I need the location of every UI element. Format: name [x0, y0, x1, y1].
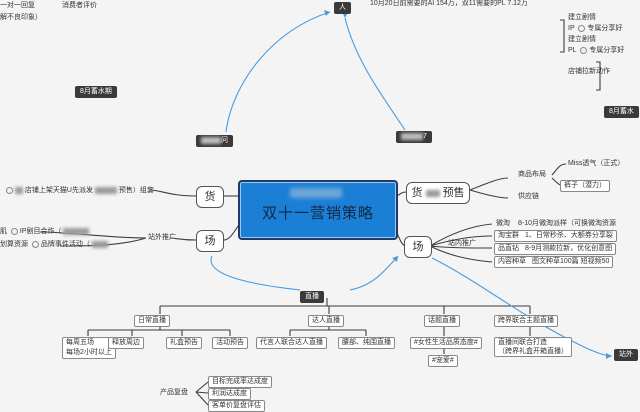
status-icon [580, 46, 588, 54]
people-budget-line: 10月20日前需要的AI 154万，双11需要的PL 7.12万 [370, 0, 528, 7]
pl-plot-1-share: PL 专属分享好 [568, 46, 625, 54]
ip-plot-1: 建立剧情 [568, 14, 596, 21]
pl-plot-1: 建立剧情 [568, 36, 596, 43]
left-venue-node[interactable]: 场 [196, 230, 224, 252]
station-out-node[interactable]: 站外 [614, 349, 638, 361]
question-node-left[interactable]: 问 [196, 135, 233, 147]
blurred-text [201, 136, 221, 144]
blurred-brand [290, 188, 342, 198]
product-layout[interactable]: 商品布局 [518, 171, 546, 178]
question-node-label: 问 [221, 137, 228, 144]
august-stock-right[interactable]: 8月蓄水 [604, 106, 639, 118]
question-node-right[interactable]: 7 [396, 131, 432, 143]
live-item-pet[interactable]: #宠爱# [428, 355, 458, 367]
left-ip-row: 肌 IP剧目合作（ [0, 227, 90, 236]
live-item-weekly[interactable]: 每周五场 每场2小时以上 [62, 337, 116, 359]
left-top-impression: 解不良印象） [0, 14, 42, 21]
left-goods-text: 店铺上架天猫U先派发 预售）组套 [4, 186, 154, 195]
right-venue-node[interactable]: 场 [404, 236, 432, 258]
blurred-text [63, 227, 90, 235]
live-cat-daily[interactable]: 日常直播 [134, 315, 170, 327]
central-topic[interactable]: 双十一营销策略 [238, 180, 398, 240]
review-aov[interactable]: 客单价复盘评估 [208, 400, 265, 412]
pants-product[interactable]: 裤子（潜力） [560, 180, 610, 192]
live-item-lifestyle[interactable]: #女性生活品质态度# [410, 337, 482, 349]
blurred-text [425, 189, 440, 197]
status-icon [31, 240, 39, 248]
miss-product: Miss透气（正式） [568, 160, 625, 167]
status-icon [578, 24, 586, 32]
ip-plot-1-share: IP 专属分享好 [568, 24, 623, 32]
supply-chain[interactable]: 供应链 [518, 193, 539, 200]
product-review[interactable]: 产品复盘 [160, 389, 188, 396]
status-icon [10, 227, 18, 235]
review-target[interactable]: 目标完成率达成度 [208, 376, 272, 388]
review-profit[interactable]: 利润达成度 [208, 388, 251, 400]
august-stock-left[interactable]: 8月蓄水期 [75, 86, 117, 98]
live-cat-crossover[interactable]: 跨界联合主题直播 [494, 315, 558, 327]
blurred-text [94, 186, 117, 194]
onsite-promo[interactable]: 站内推广 [448, 240, 476, 247]
shop-acquisition[interactable]: 店铺拉新动作 [568, 68, 610, 75]
people-node[interactable]: 人 [334, 2, 351, 14]
live-item-spokesperson[interactable]: 代言人联合达人直播 [256, 337, 327, 349]
central-topic-title: 双十一营销策略 [261, 205, 374, 222]
blurred-text [14, 186, 23, 194]
left-offsite-promo[interactable]: 站外推广 [148, 234, 176, 241]
live-item-merch[interactable]: 释放周边 [108, 337, 144, 349]
right-presale-node[interactable]: 货 预售 [406, 182, 470, 204]
question-node-label: 7 [423, 133, 427, 140]
blurred-text [401, 132, 423, 140]
live-cat-kol[interactable]: 达人直播 [308, 315, 344, 327]
live-item-waist[interactable]: 腰部、纯围直播 [338, 337, 395, 349]
live-item-event-preview[interactable]: 活动预告 [212, 337, 248, 349]
live-cat-topic[interactable]: 话题直播 [424, 315, 460, 327]
live-item-gift-preview[interactable]: 礼盒预告 [166, 337, 202, 349]
left-goods-node[interactable]: 货 [196, 186, 224, 208]
left-resource-row: 划算资源 品牌事件活动（ [0, 240, 108, 249]
live-node[interactable]: 直播 [300, 291, 324, 303]
live-cross-line[interactable]: 直播间联合打造 （跨界礼盒开箱直播） [494, 337, 572, 357]
left-top-reply: 一对一回复 [0, 2, 35, 9]
row-content: 内容种草图文种草100篇 短视频50 [494, 256, 614, 268]
blurred-text [91, 240, 108, 248]
status-icon [6, 186, 13, 194]
left-top-review: 消费者评价 [62, 2, 97, 9]
